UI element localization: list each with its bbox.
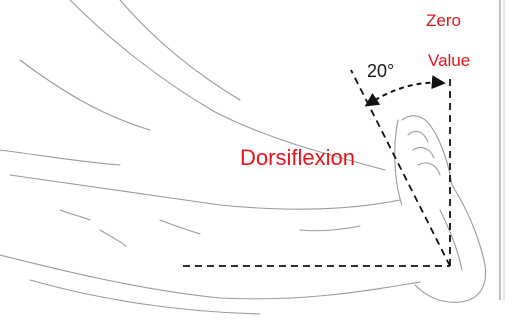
angle-label: 20° <box>367 62 394 80</box>
wall <box>500 0 504 300</box>
zero-label: Zero <box>426 12 461 29</box>
angle-arc <box>367 83 443 105</box>
value-label: Value <box>428 52 470 69</box>
dorsiflexion-label: Dorsiflexion <box>240 147 355 169</box>
dorsiflexion-line <box>351 70 450 266</box>
